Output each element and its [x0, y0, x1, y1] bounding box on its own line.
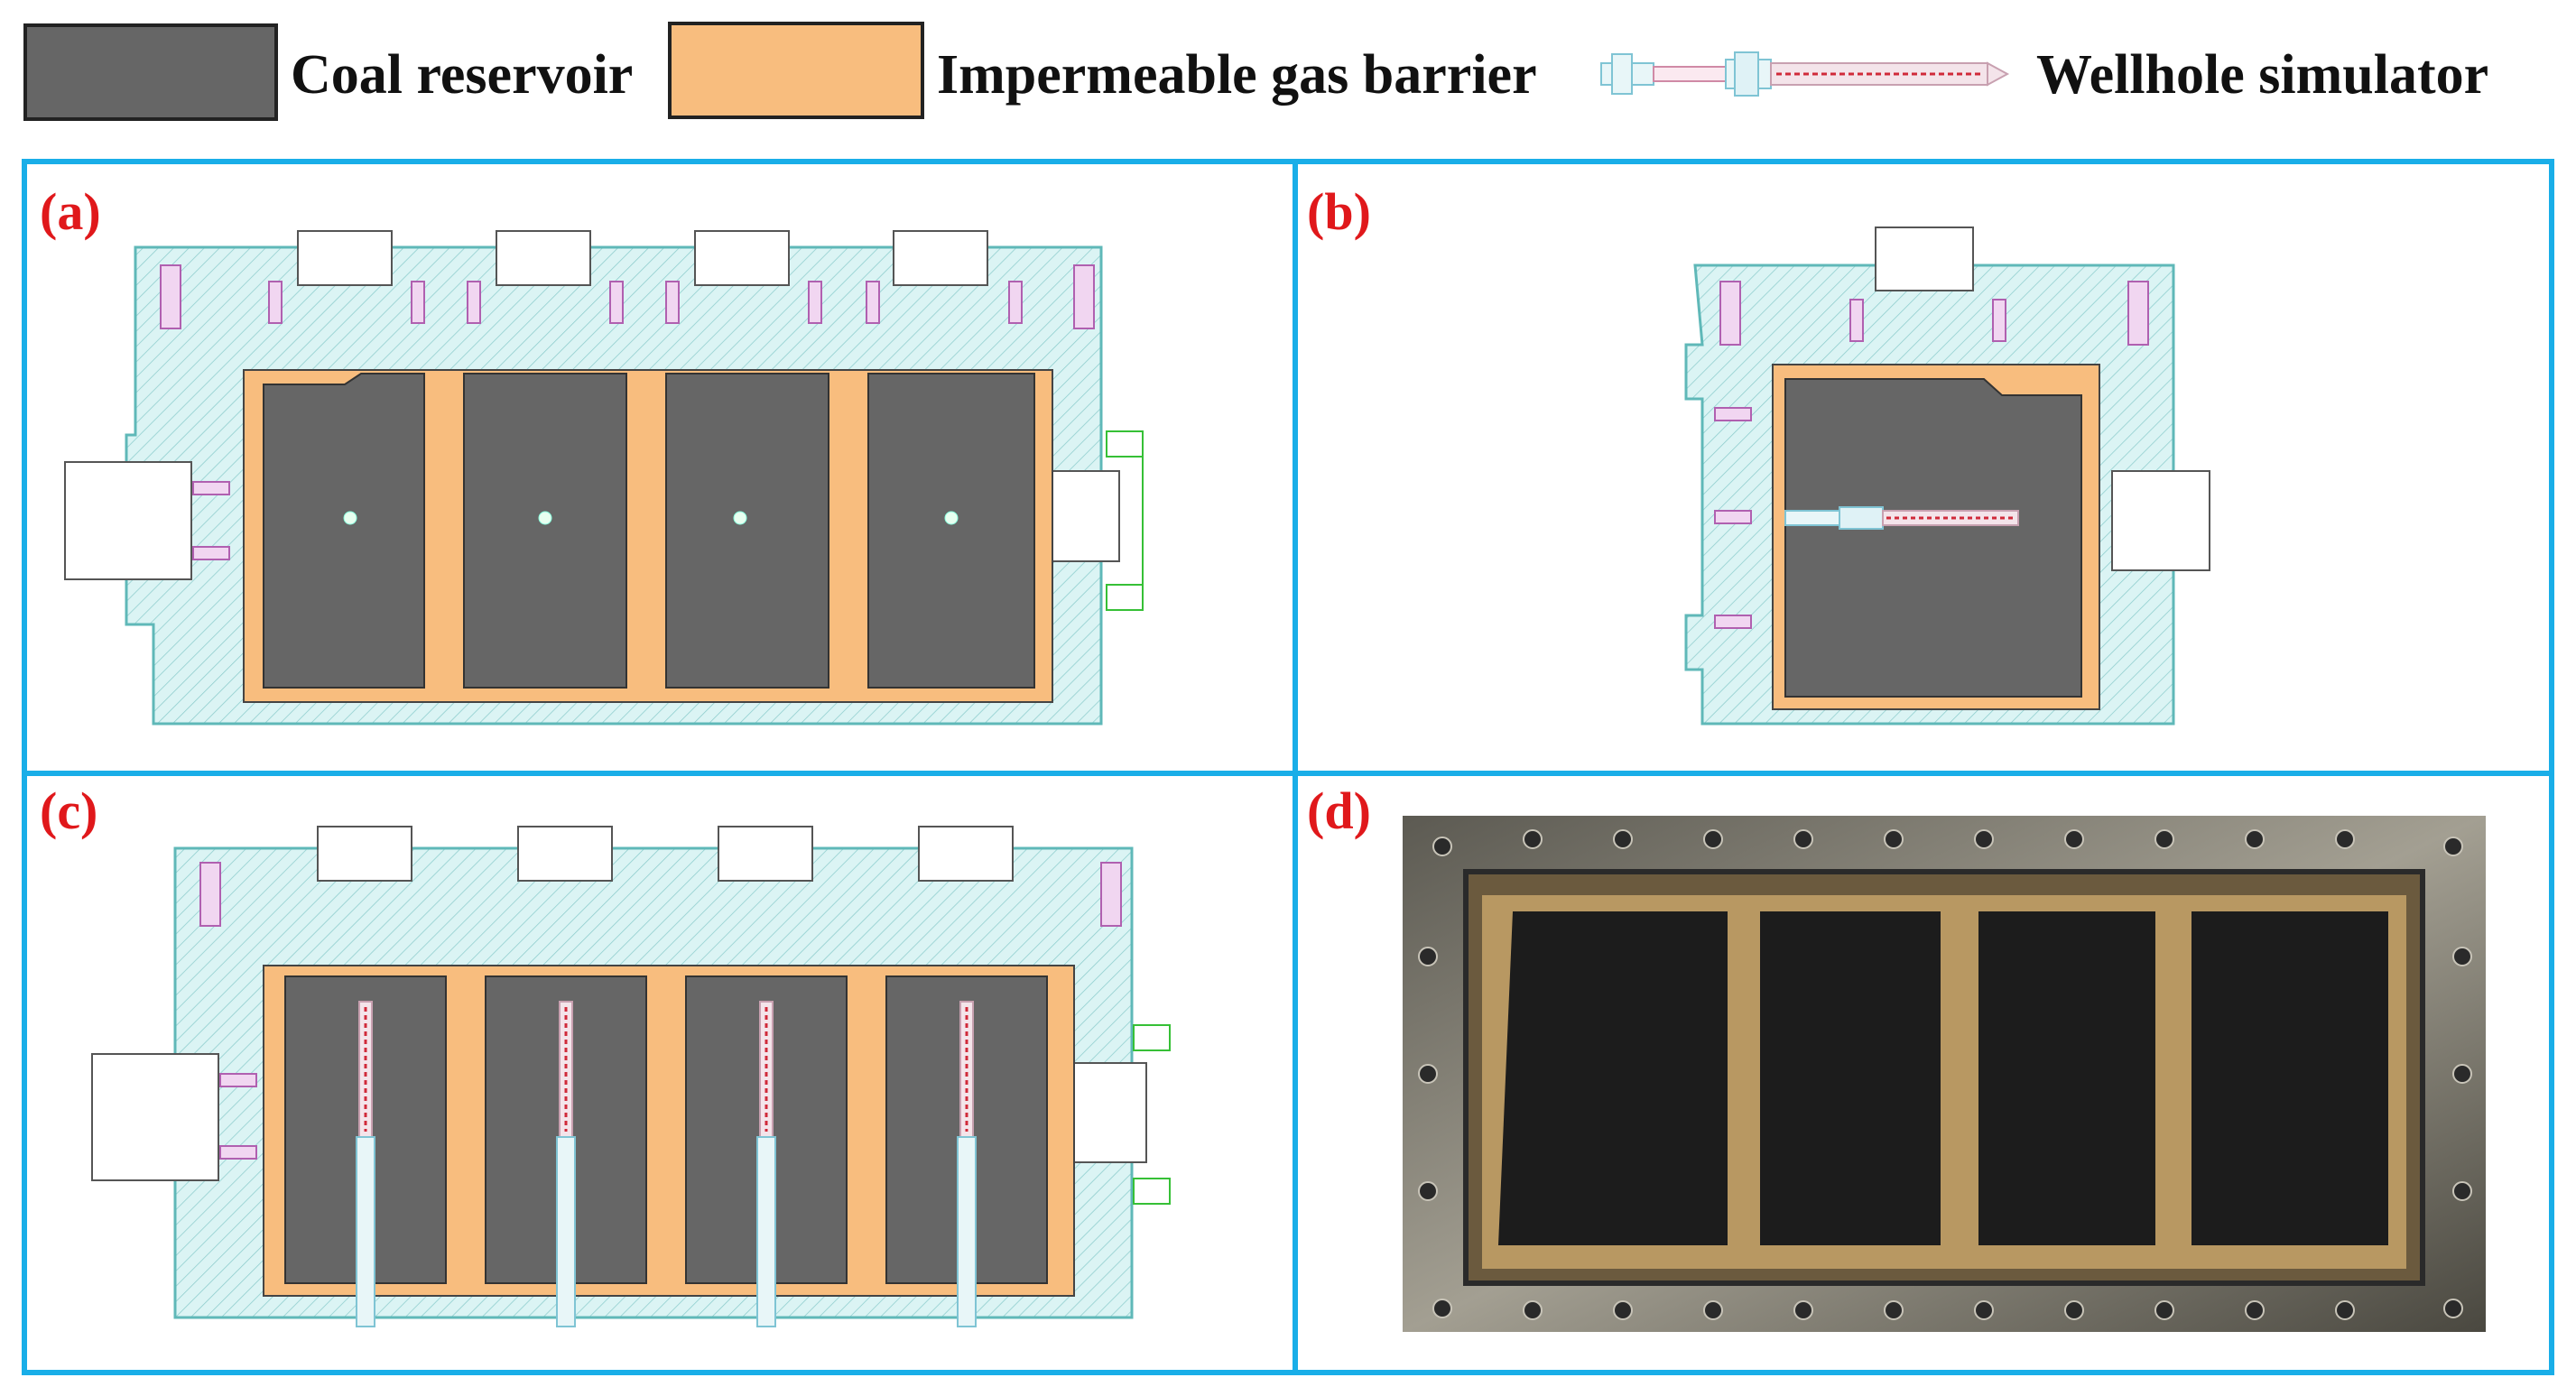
- wellhole-simulator-icon: [1600, 51, 2010, 97]
- panel-c: (c): [27, 776, 1293, 1370]
- coal-block-1: [263, 373, 425, 689]
- right-port: [2111, 470, 2210, 571]
- legend-label-impermeable-gas-barrier: Impermeable gas barrier: [937, 44, 1537, 106]
- coal-block-2: [463, 373, 627, 689]
- coal-reservoir-swatch: [23, 23, 278, 121]
- panel-d: (d): [1298, 776, 2549, 1370]
- grid-divider-vertical: [1293, 164, 1298, 1370]
- coal-block: [1784, 378, 2082, 698]
- wellhole-simulators-c: [356, 1001, 977, 1327]
- legend-label-wellhole-simulator: Wellhole simulator: [2036, 44, 2489, 106]
- photo-coal-2: [1760, 911, 1941, 1245]
- left-port: [64, 461, 192, 580]
- cross-section-drawing-c: [91, 826, 1171, 1327]
- coal-block-3: [665, 373, 829, 689]
- panel-grid: (a): [22, 159, 2554, 1375]
- panel-b: (b): [1298, 164, 2549, 771]
- photo-coal-specimen: [1403, 816, 2486, 1332]
- panel-a: (a): [27, 164, 1293, 771]
- impermeable-barrier-swatch: [668, 22, 924, 119]
- legend: Coal reservoir Impermeable gas barrier W…: [0, 0, 2576, 144]
- photo-coal-4: [2191, 911, 2388, 1245]
- left-port: [91, 1053, 219, 1181]
- panel-label-a: (a): [40, 182, 101, 241]
- grid-divider-horizontal: [27, 771, 2549, 776]
- wellhole-simulator-b: [1784, 506, 2019, 530]
- legend-label-coal-reservoir: Coal reservoir: [291, 44, 634, 106]
- cross-section-drawing-a: [64, 230, 1144, 726]
- panel-label-b: (b): [1307, 182, 1371, 241]
- photo-coal-1: [1498, 911, 1728, 1245]
- photo-coal-3: [1978, 911, 2155, 1245]
- coal-block-4: [867, 373, 1035, 689]
- right-port: [1073, 1062, 1147, 1163]
- panel-label-c: (c): [40, 781, 98, 840]
- right-port: [1046, 470, 1120, 562]
- panel-label-d: (d): [1307, 781, 1371, 840]
- cross-section-drawing-b: [1684, 227, 2210, 726]
